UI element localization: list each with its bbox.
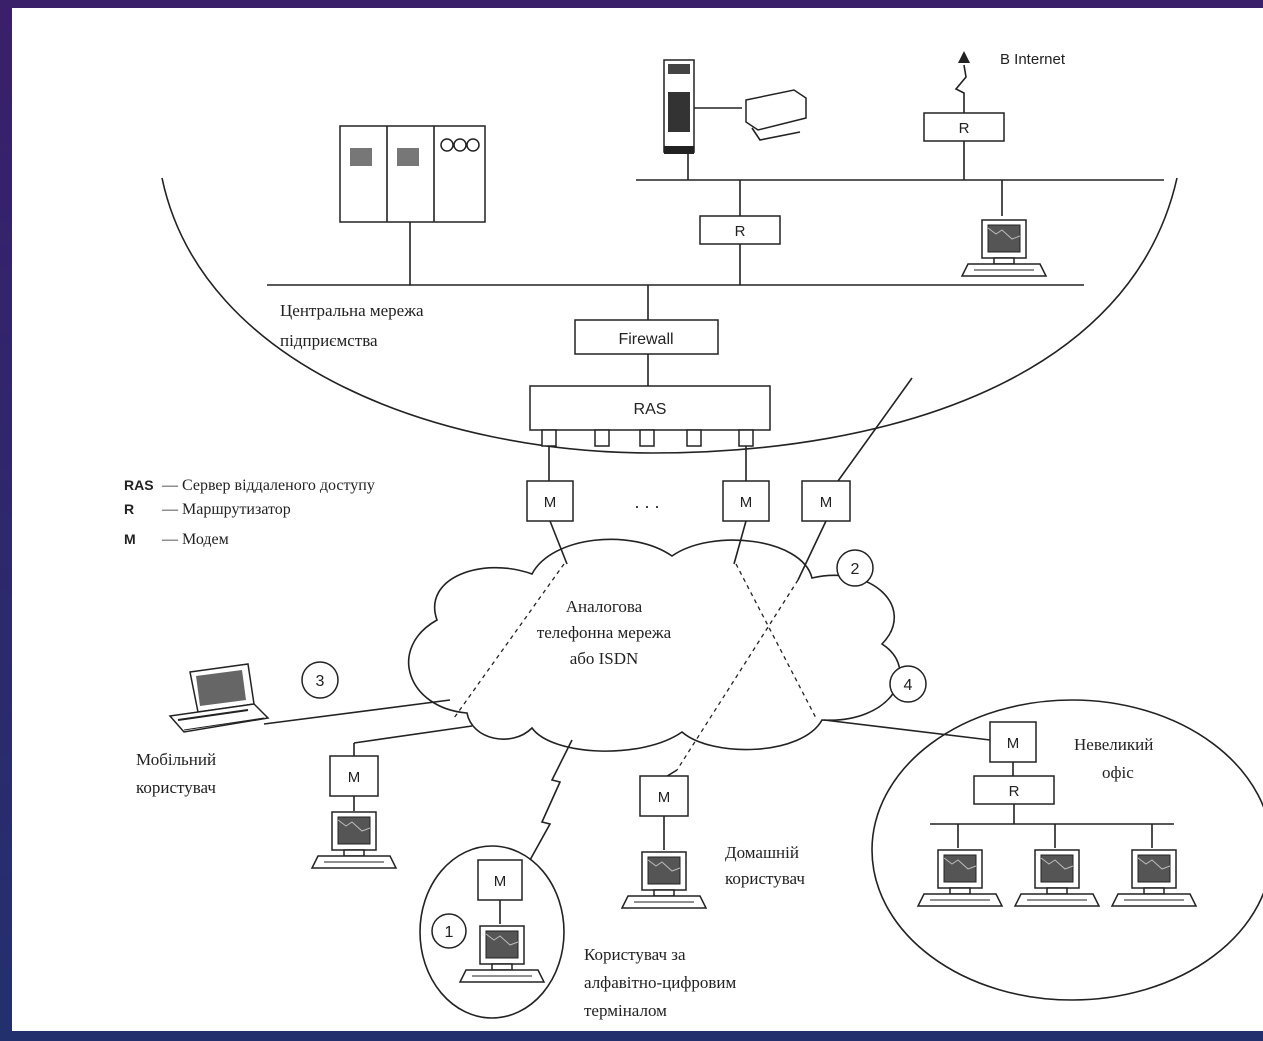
home-user-label-1: Домашній bbox=[725, 843, 799, 862]
terminal-user-boundary bbox=[419, 845, 565, 1019]
left-user-modem-label: M bbox=[348, 769, 361, 786]
modem-ellipsis: . . . bbox=[634, 492, 659, 512]
home-user-modem bbox=[639, 775, 689, 817]
cloud-label-3: або ISDN bbox=[570, 649, 639, 668]
arrow-up-icon bbox=[958, 51, 970, 63]
home-user-label-2: користувач bbox=[725, 869, 805, 888]
ras-modem-2-label: M bbox=[740, 494, 753, 511]
ras-ports bbox=[541, 429, 754, 447]
network-diagram: R B Internet R Центральна мережа підприє… bbox=[124, 51, 1263, 1020]
terminal-user-link bbox=[529, 739, 573, 861]
internet-router-label: R bbox=[959, 120, 970, 137]
terminal-user-modem bbox=[477, 859, 523, 901]
number-4: 4 bbox=[889, 665, 927, 703]
firewall-label: Firewall bbox=[618, 331, 673, 348]
home-user-modem-label: M bbox=[658, 789, 671, 806]
small-office-label-2: офіс bbox=[1102, 763, 1134, 782]
legend-abbr-r: R bbox=[124, 501, 134, 517]
terminal-user-label-2: алфавітно-цифровим bbox=[584, 973, 737, 992]
terminal-pc-icon bbox=[459, 925, 545, 983]
core-network-boundary bbox=[161, 177, 1178, 454]
number-1: 1 bbox=[431, 913, 467, 949]
connection-4 bbox=[735, 563, 818, 721]
office-modem-label: M bbox=[1007, 735, 1020, 752]
home-user-pc-icon bbox=[621, 851, 707, 909]
legend-abbr-ras: RAS bbox=[124, 477, 154, 493]
office-router-label: R bbox=[1009, 783, 1020, 800]
telephone-network-cloud bbox=[408, 538, 901, 752]
legend-text-m: — Модем bbox=[161, 531, 229, 548]
laptop-icon bbox=[168, 663, 270, 733]
firewall-box bbox=[574, 319, 719, 355]
terminal-user-label-1: Користувач за bbox=[584, 945, 686, 964]
middle-router-label: R bbox=[735, 223, 746, 240]
internet-link-icon bbox=[954, 64, 967, 113]
office-pc-2-icon bbox=[1014, 849, 1100, 907]
ras-label: RAS bbox=[634, 401, 667, 418]
workstation-icon bbox=[961, 219, 1047, 277]
terminal-user-modem-label: M bbox=[494, 873, 507, 890]
core-network-label-2: підприємства bbox=[280, 331, 378, 350]
cloud-label-2: телефонна мережа bbox=[537, 623, 672, 642]
printer-icon bbox=[694, 89, 807, 141]
legend-text-ras: — Сервер віддаленого доступу bbox=[161, 477, 375, 494]
ras-box bbox=[529, 385, 771, 431]
office-pc-1-icon bbox=[917, 849, 1003, 907]
mobile-user-label-1: Мобільний bbox=[136, 750, 216, 769]
svg-text:3: 3 bbox=[316, 673, 325, 690]
left-user-modem bbox=[329, 755, 379, 797]
terminal-user-label-3: терміналом bbox=[584, 1001, 667, 1020]
svg-text:1: 1 bbox=[445, 924, 454, 941]
number-3: 3 bbox=[301, 661, 339, 699]
office-router bbox=[973, 775, 1055, 805]
legend-text-r: — Маршрутизатор bbox=[161, 501, 291, 518]
connection-2 bbox=[676, 579, 799, 771]
number-2: 2 bbox=[836, 549, 874, 587]
mainframe-icon bbox=[339, 125, 486, 285]
diagram-canvas: R B Internet R Центральна мережа підприє… bbox=[12, 8, 1263, 1031]
mobile-user-label-2: користувач bbox=[136, 778, 216, 797]
server-icon bbox=[663, 59, 695, 180]
svg-text:4: 4 bbox=[904, 677, 913, 694]
core-network-label-1: Центральна мережа bbox=[280, 301, 424, 320]
direct-modem-label: M bbox=[820, 494, 833, 511]
ras-modem-1-label: M bbox=[544, 494, 557, 511]
direct-modem bbox=[801, 480, 851, 522]
left-user-pc-icon bbox=[311, 811, 397, 869]
svg-text:2: 2 bbox=[851, 561, 860, 578]
middle-router bbox=[699, 215, 781, 245]
small-office-label-1: Невеликий bbox=[1074, 735, 1153, 754]
cloud-label-1: Аналогова bbox=[566, 597, 643, 616]
legend-abbr-m: M bbox=[124, 531, 136, 547]
ras-modem-1 bbox=[526, 480, 574, 522]
internet-label: B Internet bbox=[1000, 51, 1066, 68]
small-office-boundary bbox=[871, 699, 1263, 1001]
legend: RAS — Сервер віддаленого доступу R — Мар… bbox=[124, 477, 375, 548]
internet-router bbox=[923, 112, 1005, 142]
office-pc-3-icon bbox=[1111, 849, 1197, 907]
